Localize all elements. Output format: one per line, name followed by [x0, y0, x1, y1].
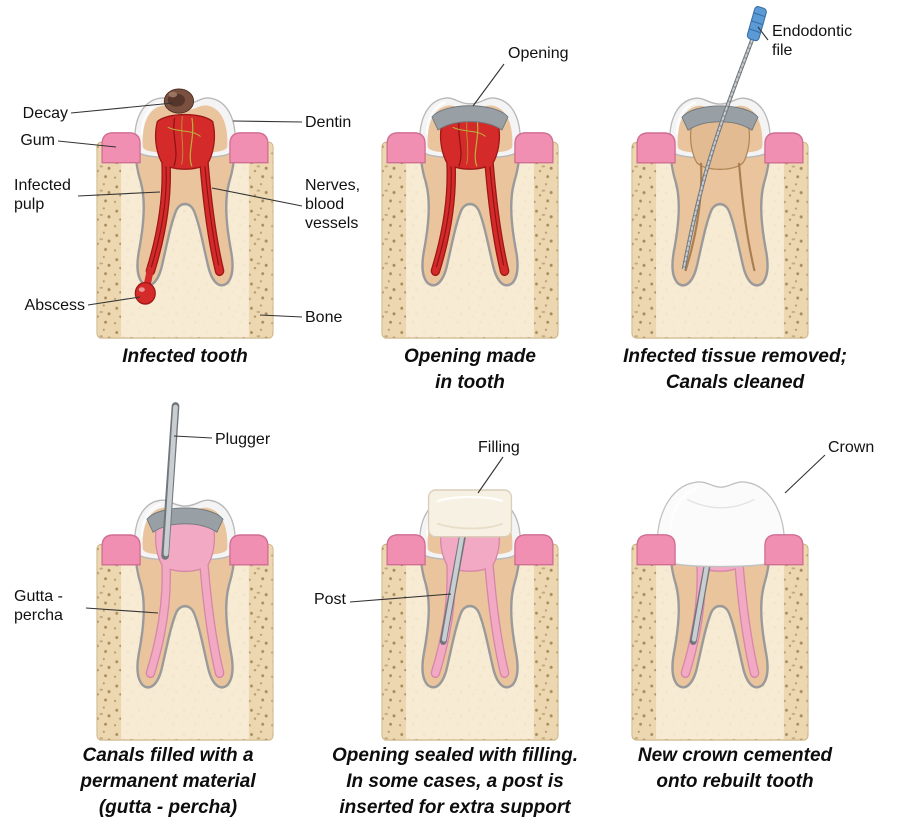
- tooth-illustration-endodontic-file: [625, 0, 815, 340]
- caption-step-6: New crown cemented onto rebuilt tooth: [637, 745, 833, 792]
- label-nerves-blood-vessels: Nerves, blood vessels: [305, 177, 361, 232]
- label-post: Post: [313, 591, 346, 608]
- label-gutta-percha: Gutta - percha: [14, 588, 63, 624]
- tooth-illustration-crown: [625, 462, 815, 742]
- tooth-illustration-infected: [90, 60, 280, 340]
- label-filling: Filling: [478, 439, 520, 456]
- caption-step-2: Opening made in tooth: [404, 346, 536, 393]
- caption-step-3: Infected tissue removed; Canals cleaned: [623, 346, 847, 393]
- label-endodontic-file: Endodontic file: [772, 23, 853, 59]
- tooth-illustration-opening: [375, 60, 565, 340]
- caption-step-1: Infected tooth: [122, 346, 248, 367]
- panel-new-crown: Crown New crown cemented onto rebuilt to…: [615, 405, 900, 839]
- panel-infected-tooth: Decay Gum Infected pulp Abscess Dentin N…: [0, 0, 360, 405]
- tooth-illustration-filling-post: [375, 462, 565, 742]
- label-infected-pulp: Infected pulp: [14, 177, 71, 213]
- panel-filling-sealed: Filling Post Opening sealed with filling…: [314, 405, 615, 839]
- caption-step-4: Canals filled with a permanent material …: [80, 745, 256, 818]
- label-opening: Opening: [508, 45, 569, 62]
- caption-step-5: Opening sealed with filling. In some cas…: [332, 745, 578, 818]
- label-plugger: Plugger: [215, 431, 271, 448]
- tooth-illustration-gutta-percha: [90, 397, 280, 742]
- label-dentin: Dentin: [305, 114, 352, 131]
- panel-canals-cleaned: Endodontic file Infected tissue removed;…: [615, 0, 900, 405]
- label-abscess: Abscess: [24, 297, 85, 314]
- label-crown: Crown: [828, 439, 875, 456]
- label-bone: Bone: [305, 309, 343, 326]
- panel-canals-filled: Plugger Gutta - percha Canals filled wit…: [0, 402, 330, 839]
- label-decay: Decay: [22, 105, 68, 122]
- panel-opening-made: Opening Opening made in tooth: [330, 0, 615, 405]
- label-gum: Gum: [20, 132, 55, 149]
